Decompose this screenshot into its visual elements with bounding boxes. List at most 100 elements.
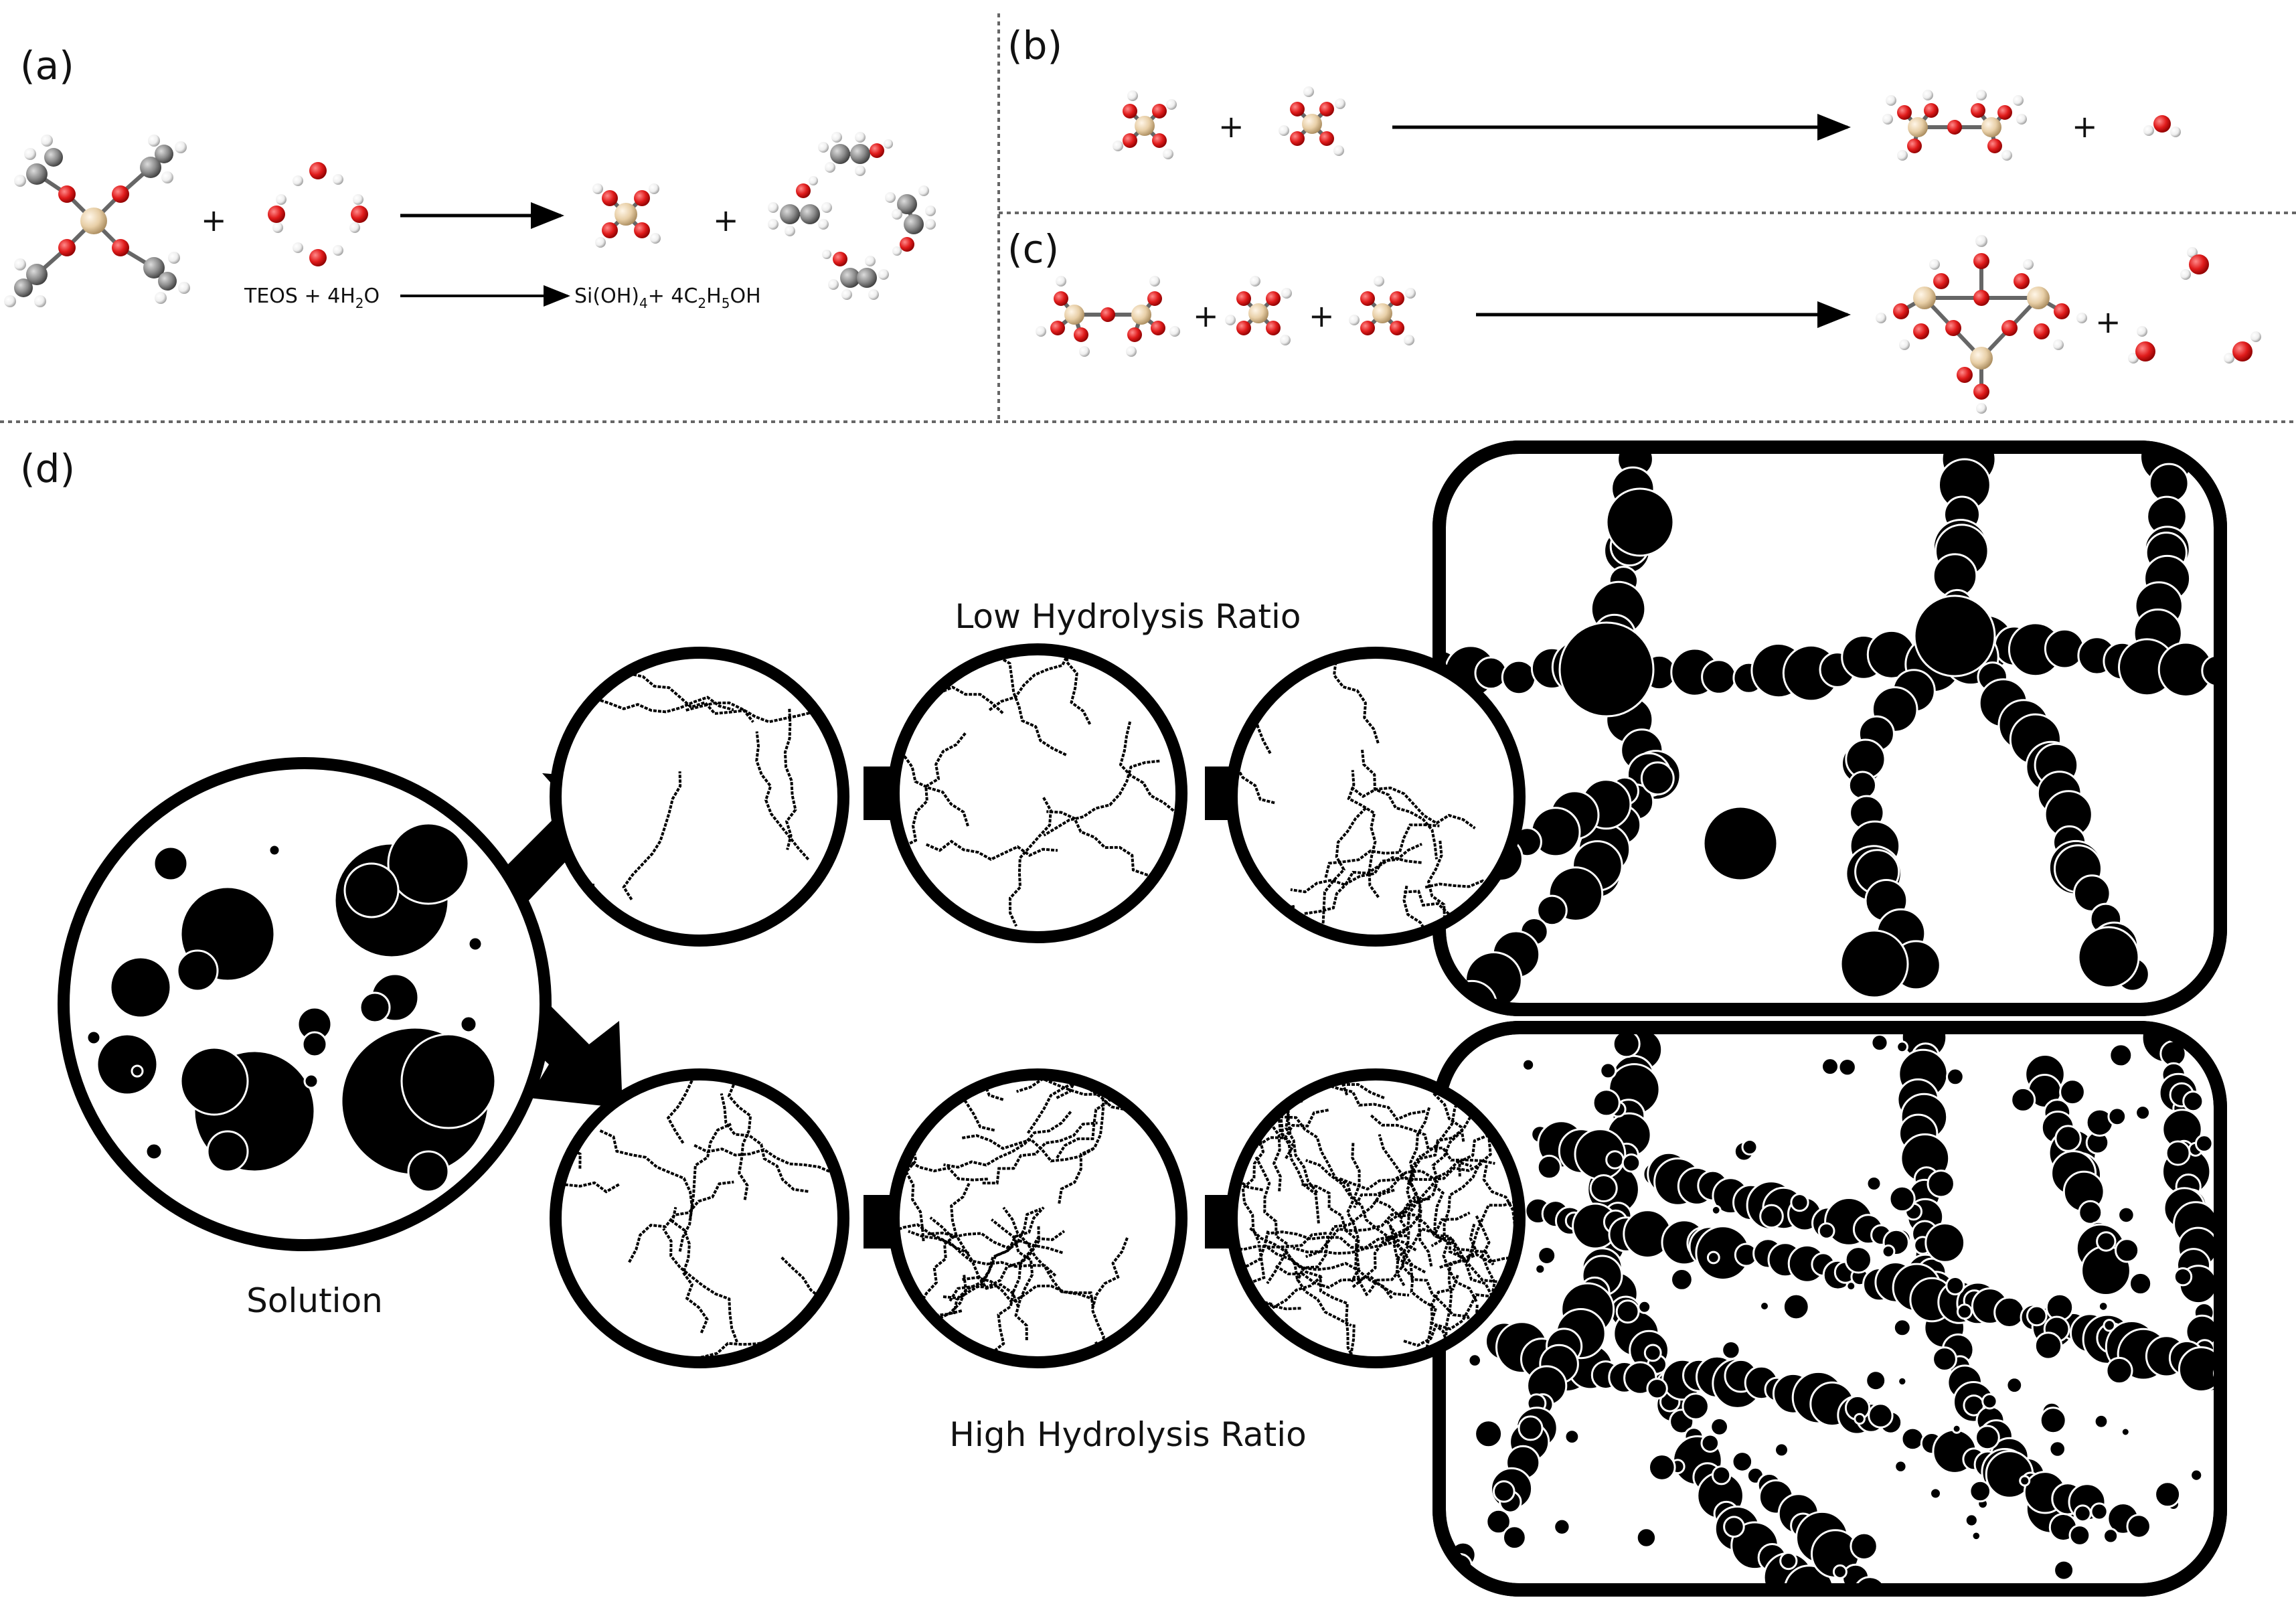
gel-particle — [2010, 1086, 2036, 1113]
gel-particle — [1945, 1276, 1965, 1295]
polymer-chain — [1305, 1159, 1417, 1252]
polymer-chain — [1296, 1188, 1395, 1282]
polymer-chain — [991, 1226, 1040, 1354]
colloid-particle — [109, 956, 172, 1019]
polymer-chain — [949, 1230, 1066, 1302]
gel-particle — [1817, 1222, 1835, 1240]
polymer-chain — [917, 1182, 971, 1307]
gel-particle — [1981, 1393, 1998, 1410]
gel-particle — [1839, 929, 1909, 999]
gel-particle — [1518, 1415, 1544, 1441]
gel-particle — [2115, 1238, 2140, 1263]
polymer-chain — [1232, 1232, 1327, 1256]
polymer-chain — [666, 1074, 695, 1144]
polymer-chain — [894, 1131, 988, 1182]
stage-circle-high-2 — [888, 1068, 1187, 1368]
polymer-chain — [628, 672, 754, 723]
polymer-chain — [894, 1208, 970, 1255]
panel-a: (a) + — [4, 43, 936, 311]
gel-particle — [2034, 1332, 2063, 1360]
silicic-acid-molecule — [1113, 90, 1177, 159]
water-molecules — [268, 162, 368, 266]
colloid-particle — [303, 1073, 319, 1089]
gel-particle — [1640, 761, 1675, 796]
gel-particle — [1646, 1378, 1668, 1400]
gel-particle — [2044, 628, 2085, 669]
gel-particle — [1534, 1263, 1546, 1275]
polymer-chain — [1043, 759, 1160, 837]
polymer-chain — [1232, 1248, 1266, 1362]
gel-box-high — [1432, 1021, 2227, 1597]
colloid-particle — [176, 949, 219, 992]
gel-particle — [2173, 1267, 2193, 1287]
polymer-chain — [1444, 1223, 1479, 1353]
stage-circle-high-3 — [1226, 1068, 1526, 1368]
polymer-chain — [961, 1134, 1094, 1163]
gel-particle — [2039, 1406, 2067, 1435]
panel-a-label: (a) — [20, 43, 74, 88]
gel-particle — [1721, 1340, 1741, 1360]
gel-particle — [1926, 1170, 1955, 1198]
gel-particle — [1850, 1532, 1878, 1561]
silicic-acid-molecule — [592, 183, 661, 248]
svg-text:TEOS + 4H2O: TEOS + 4H2O — [244, 285, 380, 311]
polymer-chain — [1254, 1156, 1290, 1285]
gel-particle — [1951, 1423, 1962, 1434]
ethanol-molecules — [768, 132, 936, 300]
gel-particle — [2019, 1475, 2031, 1487]
polymer-chain — [595, 696, 734, 714]
gel-particle — [2178, 1346, 2220, 1392]
polymer-chain — [1430, 1125, 1492, 1248]
gel-particle — [1710, 1417, 1730, 1437]
gel-particle — [1964, 1513, 1979, 1528]
solution-caption: Solution — [246, 1281, 383, 1320]
colloid-particle — [131, 1064, 144, 1078]
plus-sign: + — [2072, 108, 2098, 145]
polymer-chain — [1370, 1114, 1495, 1165]
polymer-chain — [1026, 1074, 1112, 1134]
plus-sign: + — [201, 202, 227, 238]
plus-sign: + — [713, 202, 739, 238]
gel-particle — [1741, 1139, 1758, 1155]
polymer-chain — [685, 701, 827, 724]
polymer-chain — [1232, 1109, 1329, 1171]
gel-particle — [1589, 1174, 1618, 1202]
gel-particle — [1605, 1150, 1625, 1170]
colloid-particle — [407, 1150, 450, 1193]
gel-particle — [2093, 1413, 2109, 1429]
colloid-particle — [400, 1033, 497, 1129]
gel-particle — [1670, 1268, 1694, 1291]
gel-particle — [2054, 1125, 2082, 1152]
gel-particle — [1832, 1564, 1848, 1579]
gel-particle — [1971, 1530, 1982, 1542]
gel-particle — [1537, 1246, 1557, 1265]
polymer-chain — [1299, 653, 1380, 744]
gel-particle — [2195, 1134, 2214, 1153]
polymer-chain — [755, 731, 810, 861]
gel-particle — [1932, 1346, 1957, 1372]
gel-particle — [2107, 1107, 2127, 1127]
polymer-chain — [678, 1123, 732, 1252]
silicic-acid-molecule — [1225, 276, 1292, 345]
polymer-chain — [1351, 1180, 1439, 1289]
colloid-particle — [467, 936, 483, 952]
polymer-chain — [1395, 1154, 1422, 1287]
gel-particle — [1474, 1419, 1503, 1449]
polymer-chain — [1284, 1251, 1356, 1362]
gel-particle — [1892, 1318, 1912, 1338]
svg-text:Si(OH)4+ 4C2H5OH: Si(OH)4+ 4C2H5OH — [574, 285, 761, 311]
gel-particle — [1969, 1479, 1991, 1503]
polymer-chain — [1058, 1076, 1109, 1204]
gel-particle — [1553, 1518, 1571, 1536]
cyclic-trimer-molecule — [1876, 235, 2087, 414]
polymer-chain — [1424, 879, 1520, 917]
colloid-particle — [301, 1031, 328, 1058]
polymer-chain — [1232, 904, 1295, 928]
colloid-particle — [206, 1130, 249, 1173]
gel-particle — [1635, 1527, 1657, 1548]
gel-particle — [1706, 1251, 1720, 1265]
colloid-particle — [459, 1015, 478, 1034]
polymer-chain — [783, 708, 797, 850]
gel-particle — [1888, 1185, 1916, 1213]
